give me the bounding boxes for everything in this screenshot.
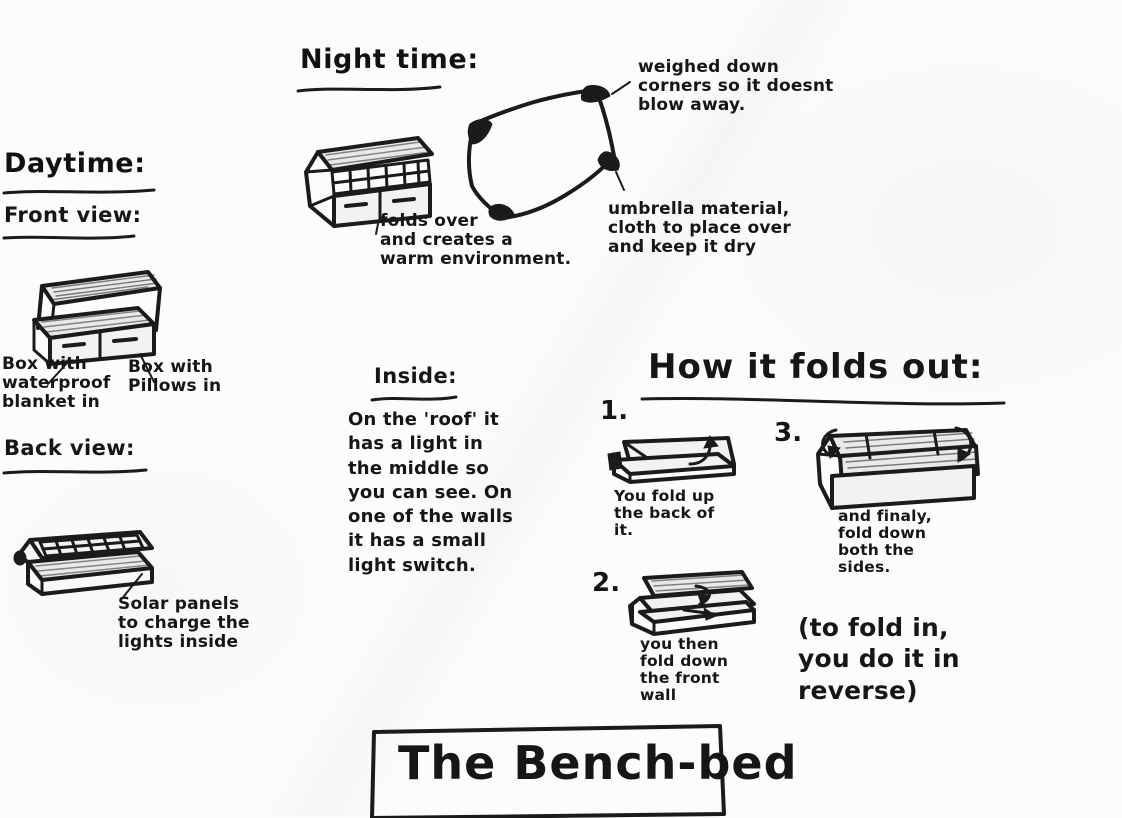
step-2-number: 2. (592, 568, 621, 598)
front-view-label: Front view: (4, 203, 142, 227)
step-1-caption: You fold up the back of it. (614, 487, 715, 540)
nighttime-heading-underline (296, 85, 442, 93)
step-3-caption: and finaly, fold down both the sides. (838, 507, 932, 577)
daytime-heading-underline (2, 188, 156, 195)
step-2-caption: you then fold down the front wall (640, 635, 729, 705)
back-view-underline (2, 468, 148, 475)
daytime-heading: Daytime: (4, 148, 146, 179)
step-3-drawing (816, 426, 980, 510)
back-view-annotation: Solar panels to charge the lights inside (118, 594, 250, 653)
nighttime-heading: Night time: (300, 44, 479, 75)
inside-heading: Inside: (374, 364, 457, 388)
back-view-label: Back view: (4, 436, 135, 460)
folds-out-heading: How it folds out: (648, 347, 984, 387)
bench-back-view-drawing (13, 530, 154, 597)
folds-out-heading-underline (640, 396, 1006, 406)
cloth-tarp-drawing (466, 81, 631, 221)
title-box-border (370, 724, 726, 818)
bench-folded-night-drawing (304, 136, 434, 235)
nighttime-bench-caption: folds over and creates a warm environmen… (380, 211, 572, 270)
cloth-note-weighted-corners: weighed down corners so it doesnt blow a… (638, 57, 834, 116)
inside-body-text: On the 'roof' it has a light in the midd… (348, 409, 514, 576)
cloth-note-umbrella-material: umbrella material, cloth to place over a… (608, 199, 791, 258)
front-view-annotation-right: Box with Pillows in (128, 357, 222, 397)
folds-out-footnote: (to fold in, you do it in reverse) (798, 613, 960, 705)
step-1-drawing (607, 435, 736, 484)
bench-front-view-drawing (32, 270, 162, 385)
document-title: The Bench-bed (398, 736, 798, 790)
step-3-number: 3. (774, 418, 803, 448)
front-view-underline (2, 234, 136, 240)
step-1-number: 1. (600, 396, 629, 426)
inside-heading-underline (370, 395, 458, 402)
step-2-drawing (628, 570, 756, 636)
front-view-annotation-left: Box with waterproof blanket in (2, 354, 111, 413)
